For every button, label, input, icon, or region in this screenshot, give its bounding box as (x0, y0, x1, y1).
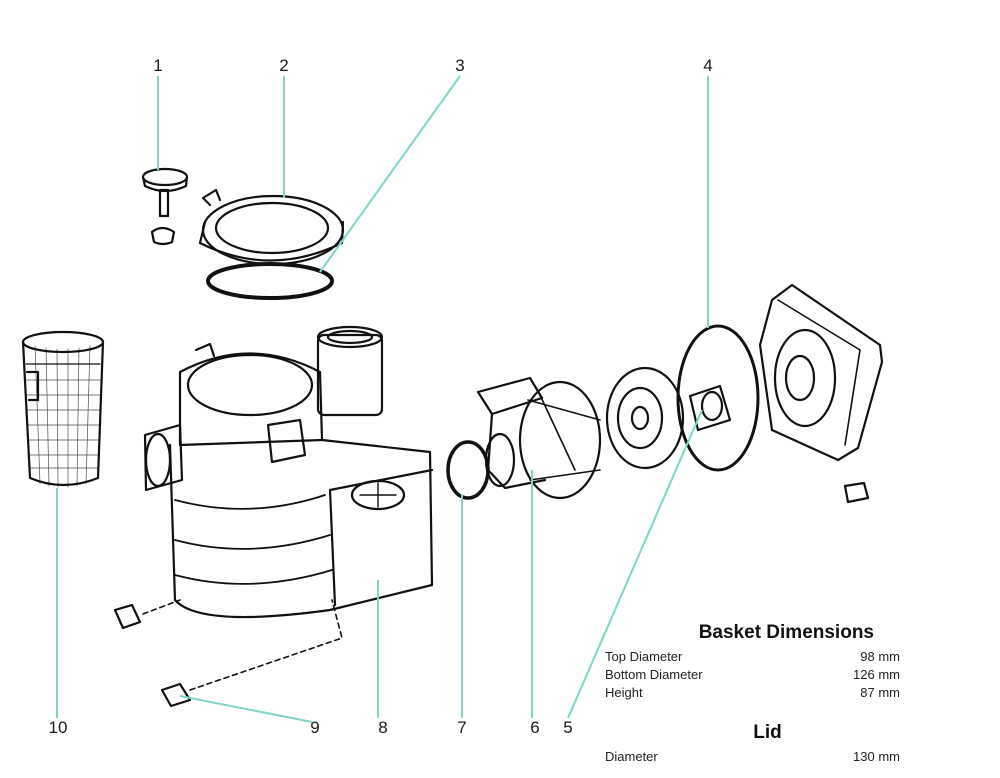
spec-value: 87 mm (860, 685, 900, 700)
part-drain-plugs (113, 481, 870, 708)
part-impeller (605, 366, 732, 470)
callout-7: 7 (457, 718, 467, 737)
callout-6: 6 (530, 718, 540, 737)
part-pump-housing (143, 325, 434, 619)
spec-label: Diameter (605, 749, 658, 764)
part-lid (198, 188, 345, 266)
spec-value: 130 mm (853, 749, 900, 764)
part-diffuser-oring (446, 440, 490, 500)
part-lid-oring (206, 262, 334, 300)
part-seal-oring (676, 324, 760, 472)
spec-row: Bottom Diameter 126 mm (605, 666, 900, 684)
lid-dimensions-table: Lid Diameter 130 mm (605, 722, 900, 766)
spec-value: 98 mm (860, 649, 900, 664)
spec-label: Top Diameter (605, 649, 683, 664)
callout-1: 1 (153, 56, 163, 75)
part-knob-screw (141, 167, 189, 246)
callout-3: 3 (455, 56, 465, 75)
callout-9: 9 (310, 718, 320, 737)
part-strainer-basket (21, 330, 105, 488)
basket-dimensions-title: Basket Dimensions (698, 622, 874, 643)
callout-8: 8 (378, 718, 388, 737)
part-diffuser (476, 376, 602, 500)
lid-title: Lid (753, 722, 782, 743)
callout-2: 2 (279, 56, 289, 75)
spec-row: Diameter 130 mm (605, 748, 900, 766)
spec-row: Top Diameter 98 mm (605, 648, 900, 666)
spec-label: Height (605, 685, 643, 700)
callout-5: 5 (563, 718, 573, 737)
spec-row: Height 87 mm (605, 684, 900, 702)
basket-dimensions-table: Basket Dimensions Top Diameter 98 mm Bot… (605, 622, 900, 702)
callout-4: 4 (703, 56, 713, 75)
callout-10: 10 (48, 718, 68, 737)
leader-lines (56, 75, 709, 723)
spec-label: Bottom Diameter (605, 667, 703, 682)
spec-value: 126 mm (853, 667, 900, 682)
part-seal-plate (758, 283, 884, 462)
